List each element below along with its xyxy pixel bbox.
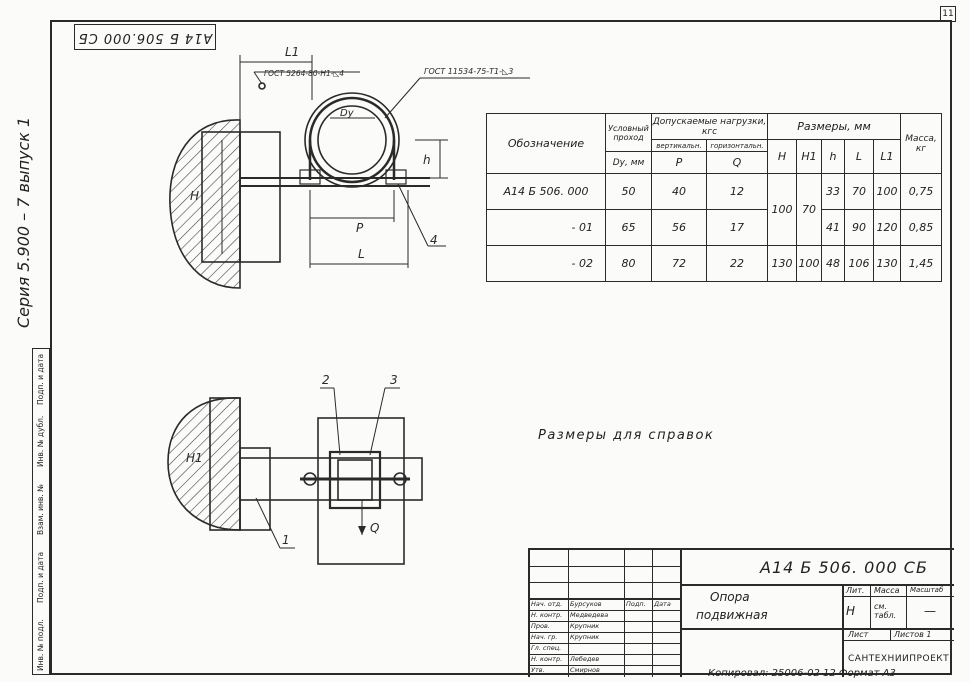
gost-right: ГОСТ 11534-75-Т1-◺3: [424, 67, 513, 76]
callout-3: 3: [390, 373, 398, 387]
label-dy: Dу: [340, 108, 355, 119]
label-h: h: [423, 153, 431, 167]
th-Q: Q: [706, 151, 768, 174]
label-L: L: [358, 247, 365, 261]
th-designation: Обозначение: [486, 113, 606, 174]
merged-H: 100: [767, 173, 797, 246]
th-L1: L1: [873, 139, 901, 174]
mass-value: см. табл.: [874, 602, 897, 620]
callout-2: 2: [322, 373, 330, 387]
label-P: P: [356, 221, 364, 235]
title-name-1: Опора: [710, 590, 750, 604]
reference-note: Размеры для справок: [538, 428, 715, 443]
th-H1: H1: [796, 139, 822, 174]
title-code: А14 Б 506. 000 СБ: [760, 558, 928, 577]
th-passage-unit: Dу, мм: [605, 151, 652, 174]
th-vertical: вертикальн.: [651, 139, 707, 152]
table-row: А14 Б 506. 000 50 40 12 100 70 33 70 100…: [486, 173, 942, 246]
h-mass: Масса: [874, 586, 900, 595]
sheet-number: 11: [940, 6, 956, 22]
th-sizes: Размеры, мм: [767, 113, 901, 140]
gost-left: ГОСТ 5264-80-Н1-◺4: [264, 69, 344, 78]
left-stamp-strip: Инв. № подл. Подп. и дата Взам. инв. № И…: [32, 348, 50, 675]
wall-section-bottom: [167, 397, 241, 531]
bottom-copy-line: Копировал: 25006-02 12 Формат А3: [708, 668, 896, 679]
label-H: H: [190, 189, 199, 203]
lit-value: Н: [846, 604, 856, 618]
th-h: h: [821, 139, 845, 174]
h-sign: Подп.: [626, 600, 646, 608]
h-sheets: Листов 1: [894, 630, 932, 639]
th-loads: Допускаемые нагрузки, кгс: [651, 113, 768, 140]
h-scale: Масштаб: [910, 586, 944, 594]
label-l1: L1: [285, 45, 299, 59]
label-H1: H1: [186, 451, 203, 465]
scale-value: —: [924, 604, 936, 618]
table-row: - 02 80 72 22 130 100 48 106 130 1,45: [486, 245, 942, 282]
org-name: САНТЕХНИИПРОЕКТ: [848, 654, 950, 664]
drawing-frame: [50, 20, 952, 675]
callout-1: 1: [282, 533, 290, 547]
h-lit: Лит.: [846, 586, 865, 595]
h-date: Дата: [654, 600, 671, 608]
th-horizontal: горизонтальн.: [706, 139, 768, 152]
th-mass: Масса, кг: [900, 113, 942, 174]
table-row: - 01 65 56 17 41 90 120 0,85: [486, 209, 942, 246]
title-name-2: подвижная: [696, 608, 768, 622]
callout-4: 4: [430, 233, 438, 247]
th-passage: Условный проход: [605, 113, 652, 152]
th-H: H: [767, 139, 797, 174]
th-P: P: [651, 151, 707, 174]
th-L: L: [844, 139, 874, 174]
merged-H1: 70: [796, 173, 822, 246]
h-sheet: Лист: [848, 630, 869, 639]
label-Q: Q: [370, 521, 379, 535]
title-block: А14 Б 506. 000 СБ Опора подвижная Лит. М…: [528, 548, 954, 677]
spec-table: Обозначение Условный проход Допускаемые …: [486, 113, 942, 282]
